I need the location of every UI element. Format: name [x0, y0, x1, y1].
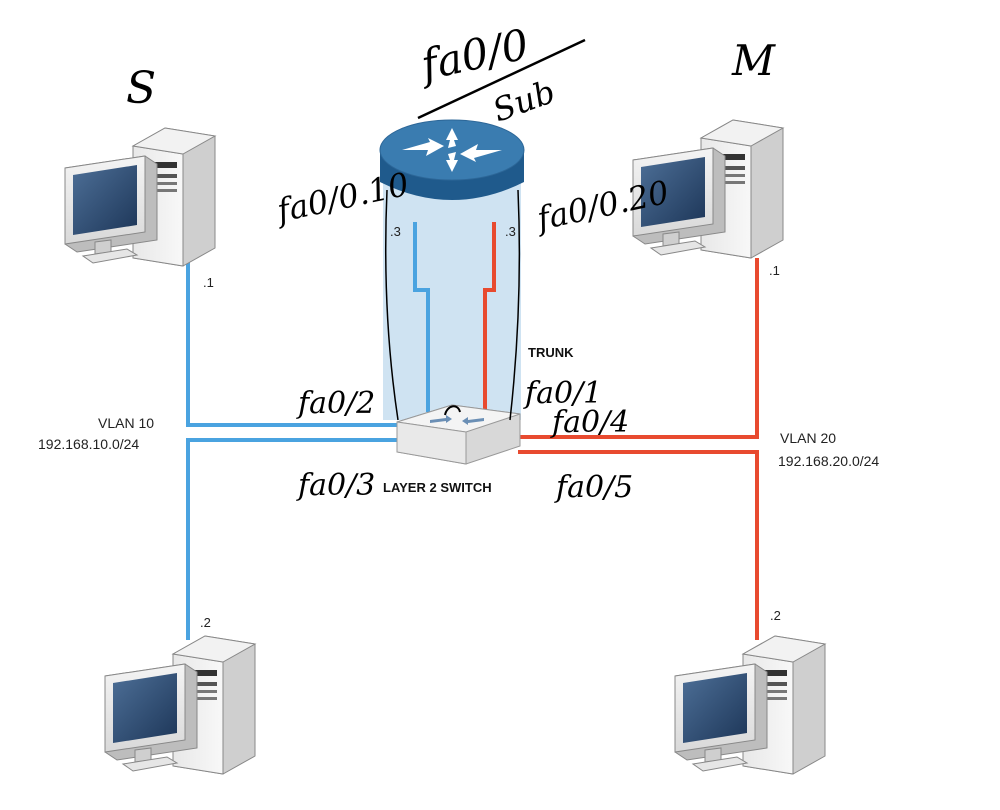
switch-scribble: [444, 405, 461, 416]
trunk-label: TRUNK: [528, 345, 574, 360]
router-icon: [379, 119, 525, 200]
switch-label: LAYER 2 SWITCH: [383, 480, 492, 495]
pc-top-left-addr: .1: [203, 275, 214, 290]
router-right-addr: .3: [505, 224, 516, 239]
annotation-port-4: fa0/4: [550, 405, 629, 440]
link-router-subif10: [413, 222, 430, 412]
pc-bottom-left-addr: .2: [200, 615, 211, 630]
vlan10-name: VLAN 10: [98, 415, 154, 431]
annotation-port-2: fa0/2: [296, 386, 375, 421]
link-pc-top-right: [518, 258, 759, 439]
trunk-tube: [383, 170, 521, 420]
annotation-s: S: [126, 63, 156, 114]
vlan10-links: [186, 222, 430, 640]
annotation-slash: [417, 38, 586, 120]
pc-top-right-addr: .1: [769, 263, 780, 278]
link-pc-top-left: [186, 262, 397, 427]
vlan20-links: [483, 222, 759, 640]
layer2-switch-icon: [396, 404, 521, 465]
pc-bottom-right-addr: .2: [770, 608, 781, 623]
link-router-subif20: [483, 222, 496, 412]
annotation-port-3: fa0/3: [296, 468, 375, 503]
trunk-outline-right: [509, 189, 521, 421]
vlan20-name: VLAN 20: [780, 430, 836, 446]
trunk-outline-left: [385, 189, 399, 421]
vlan10-subnet: 192.168.10.0/24: [38, 436, 139, 452]
pc-bottom-left: [104, 635, 256, 775]
annotation-m: M: [731, 36, 776, 85]
annotation-port-5: fa0/5: [554, 470, 633, 505]
pc-bottom-right: [674, 635, 826, 775]
annotation-router-interface: fa0/0: [414, 19, 533, 90]
link-pc-bottom-right: [518, 450, 759, 640]
vlan20-subnet: 192.168.20.0/24: [778, 453, 879, 469]
link-pc-bottom-left: [186, 438, 397, 640]
pc-top-left: [64, 127, 216, 267]
router-left-addr: .3: [390, 224, 401, 239]
annotation-port-1: fa0/1: [523, 376, 602, 411]
